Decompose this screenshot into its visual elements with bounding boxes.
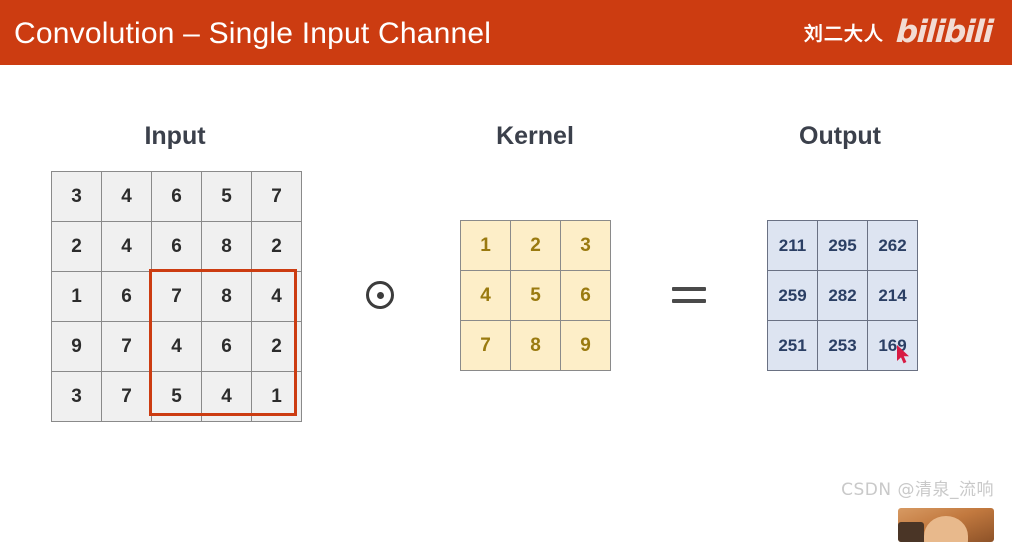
input-matrix-cell: 4	[101, 171, 152, 222]
input-matrix-cell: 6	[201, 321, 252, 372]
input-matrix-cell: 7	[101, 371, 152, 422]
input-matrix-cell: 6	[151, 171, 202, 222]
input-matrix-title: Input	[144, 122, 206, 150]
input-matrix-cell: 2	[251, 321, 302, 372]
output-matrix-cell: 211	[767, 220, 818, 271]
input-matrix-cell: 1	[51, 271, 102, 322]
kernel-matrix-cell: 8	[510, 320, 561, 371]
input-matrix-cell: 5	[201, 171, 252, 222]
input-matrix-cell: 7	[251, 171, 302, 222]
slide-header-bar: Convolution – Single Input Channel 刘二大人 …	[0, 0, 1012, 65]
kernel-matrix-cell: 9	[560, 320, 611, 371]
input-matrix-cell: 8	[201, 271, 252, 322]
input-matrix-cell: 3	[51, 371, 102, 422]
bilibili-logo: bilibili	[894, 14, 993, 50]
output-matrix-cell: 259	[767, 270, 818, 321]
kernel-matrix-cell: 3	[560, 220, 611, 271]
output-matrix-cell: 214	[867, 270, 918, 321]
input-matrix-cell: 3	[51, 171, 102, 222]
equals-bar-top	[672, 287, 706, 291]
input-matrix-cell: 8	[201, 221, 252, 272]
input-matrix-cell: 7	[151, 271, 202, 322]
kernel-matrix-cell: 1	[460, 220, 511, 271]
kernel-matrix-cell: 6	[560, 270, 611, 321]
input-matrix-cell: 4	[101, 221, 152, 272]
output-matrix-title: Output	[799, 122, 881, 150]
output-matrix-cell: 253	[817, 320, 868, 371]
input-matrix-cell: 2	[251, 221, 302, 272]
pip-dark-area	[898, 522, 924, 542]
kernel-matrix-title: Kernel	[496, 122, 574, 150]
input-matrix-cell: 5	[151, 371, 202, 422]
brand-group: 刘二大人 bilibili	[803, 14, 993, 50]
output-matrix-cell: 169	[867, 320, 918, 371]
picture-in-picture-thumbnail	[898, 508, 994, 542]
equals-sign-icon	[668, 275, 710, 315]
input-matrix-cell: 4	[151, 321, 202, 372]
input-matrix-cell: 6	[101, 271, 152, 322]
page-title: Convolution – Single Input Channel	[14, 16, 492, 50]
csdn-watermark: CSDN @清泉_流响	[841, 480, 994, 500]
output-matrix-cell: 251	[767, 320, 818, 371]
input-matrix-cell: 4	[251, 271, 302, 322]
output-matrix-cell: 282	[817, 270, 868, 321]
input-matrix-cell: 1	[251, 371, 302, 422]
input-matrix-cell: 2	[51, 221, 102, 272]
hadamard-product-icon	[358, 273, 402, 317]
center-dot	[376, 291, 384, 299]
input-matrix-cell: 6	[151, 221, 202, 272]
channel-author-name: 刘二大人	[803, 23, 884, 45]
equals-bar-bottom	[672, 299, 706, 303]
circle-outline	[366, 281, 394, 309]
output-matrix-cell: 262	[867, 220, 918, 271]
kernel-matrix-cell: 7	[460, 320, 511, 371]
kernel-matrix-cell: 5	[510, 270, 561, 321]
input-matrix-cell: 7	[101, 321, 152, 372]
kernel-matrix-cell: 2	[510, 220, 561, 271]
kernel-matrix-cell: 4	[460, 270, 511, 321]
input-matrix-cell: 4	[201, 371, 252, 422]
output-matrix-cell: 295	[817, 220, 868, 271]
input-matrix-cell: 9	[51, 321, 102, 372]
